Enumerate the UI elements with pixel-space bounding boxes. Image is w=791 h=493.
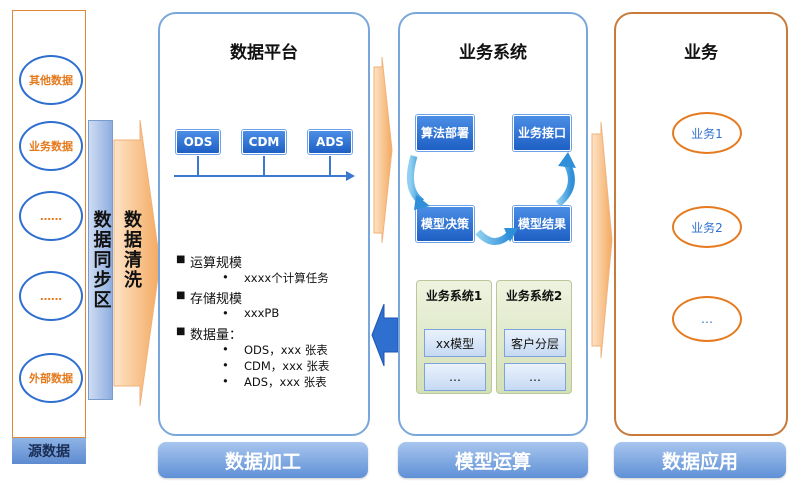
- model-flow-cycle-arrows: [406, 152, 576, 245]
- model-computation-label: 模型运算: [398, 442, 588, 478]
- business-system-1-more: …: [424, 363, 486, 391]
- business-item-more: …: [672, 296, 742, 342]
- system-to-platform-arrow: [371, 303, 399, 367]
- business-system-1-title: 业务系统1: [425, 289, 483, 303]
- business-item-1: 业务1: [672, 112, 742, 154]
- business-title: 业务: [684, 43, 718, 63]
- system-to-business-arrow: [591, 121, 613, 359]
- data-processing-label: 数据加工: [158, 442, 368, 478]
- source-item-business-data: 业务数据: [19, 121, 83, 171]
- business-system-title: 业务系统: [459, 43, 527, 63]
- layer-ods: ODS: [176, 130, 220, 154]
- source-item-placeholder-1: ……: [19, 191, 83, 241]
- source-data-label: 源数据: [12, 438, 86, 464]
- flow-business-interface: 业务接口: [513, 115, 571, 151]
- business-system-2-segmentation: 客户分层: [504, 329, 566, 357]
- source-item-placeholder-2: ……: [19, 271, 83, 321]
- stat-compute-tasks: xxxx个计算任务: [222, 270, 329, 286]
- business-system-2-card: 业务系统2 客户分层 …: [496, 280, 572, 394]
- business-system-2-more: …: [504, 363, 566, 391]
- data-cleaning-arrow: [113, 119, 161, 407]
- data-platform-title: 数据平台: [230, 43, 298, 63]
- data-cleaning-text: 数据清洗: [121, 210, 142, 290]
- layer-ads: ADS: [308, 130, 352, 154]
- data-sync-label: 数据同步区: [90, 210, 112, 310]
- stat-storage-scale: 存储规模: [176, 288, 242, 307]
- platform-to-system-arrow: [373, 56, 393, 244]
- stat-compute-scale: 运算规模: [176, 252, 242, 271]
- flow-algorithm-deploy: 算法部署: [416, 115, 474, 151]
- source-item-external-data: 外部数据: [19, 353, 83, 403]
- stat-data-volume: 数据量：: [176, 324, 242, 343]
- stat-ods-tables: ODS，xxx 张表: [222, 342, 328, 358]
- flow-model-decision: 模型决策: [416, 206, 474, 242]
- stat-ads-tables: ADS，xxx 张表: [222, 374, 327, 390]
- business-item-2: 业务2: [672, 206, 742, 248]
- data-sync-zone: 数据同步区: [88, 120, 113, 400]
- stat-storage-size: xxxPB: [222, 306, 279, 320]
- source-item-other-data: 其他数据: [19, 55, 83, 105]
- layer-cdm: CDM: [242, 130, 286, 154]
- source-data-panel: 其他数据 业务数据 …… …… 外部数据: [12, 10, 86, 438]
- flow-model-result: 模型结果: [513, 206, 571, 242]
- data-cleaning-label: 数据清洗: [118, 210, 144, 297]
- layer-timeline-arrow: [174, 156, 355, 181]
- business-system-1-card: 业务系统1 xx模型 …: [416, 280, 492, 394]
- business-system-2-title: 业务系统2: [505, 289, 563, 303]
- stat-cdm-tables: CDM，xxx 张表: [222, 358, 329, 374]
- business-system-1-model: xx模型: [424, 329, 486, 357]
- data-application-label: 数据应用: [614, 442, 786, 478]
